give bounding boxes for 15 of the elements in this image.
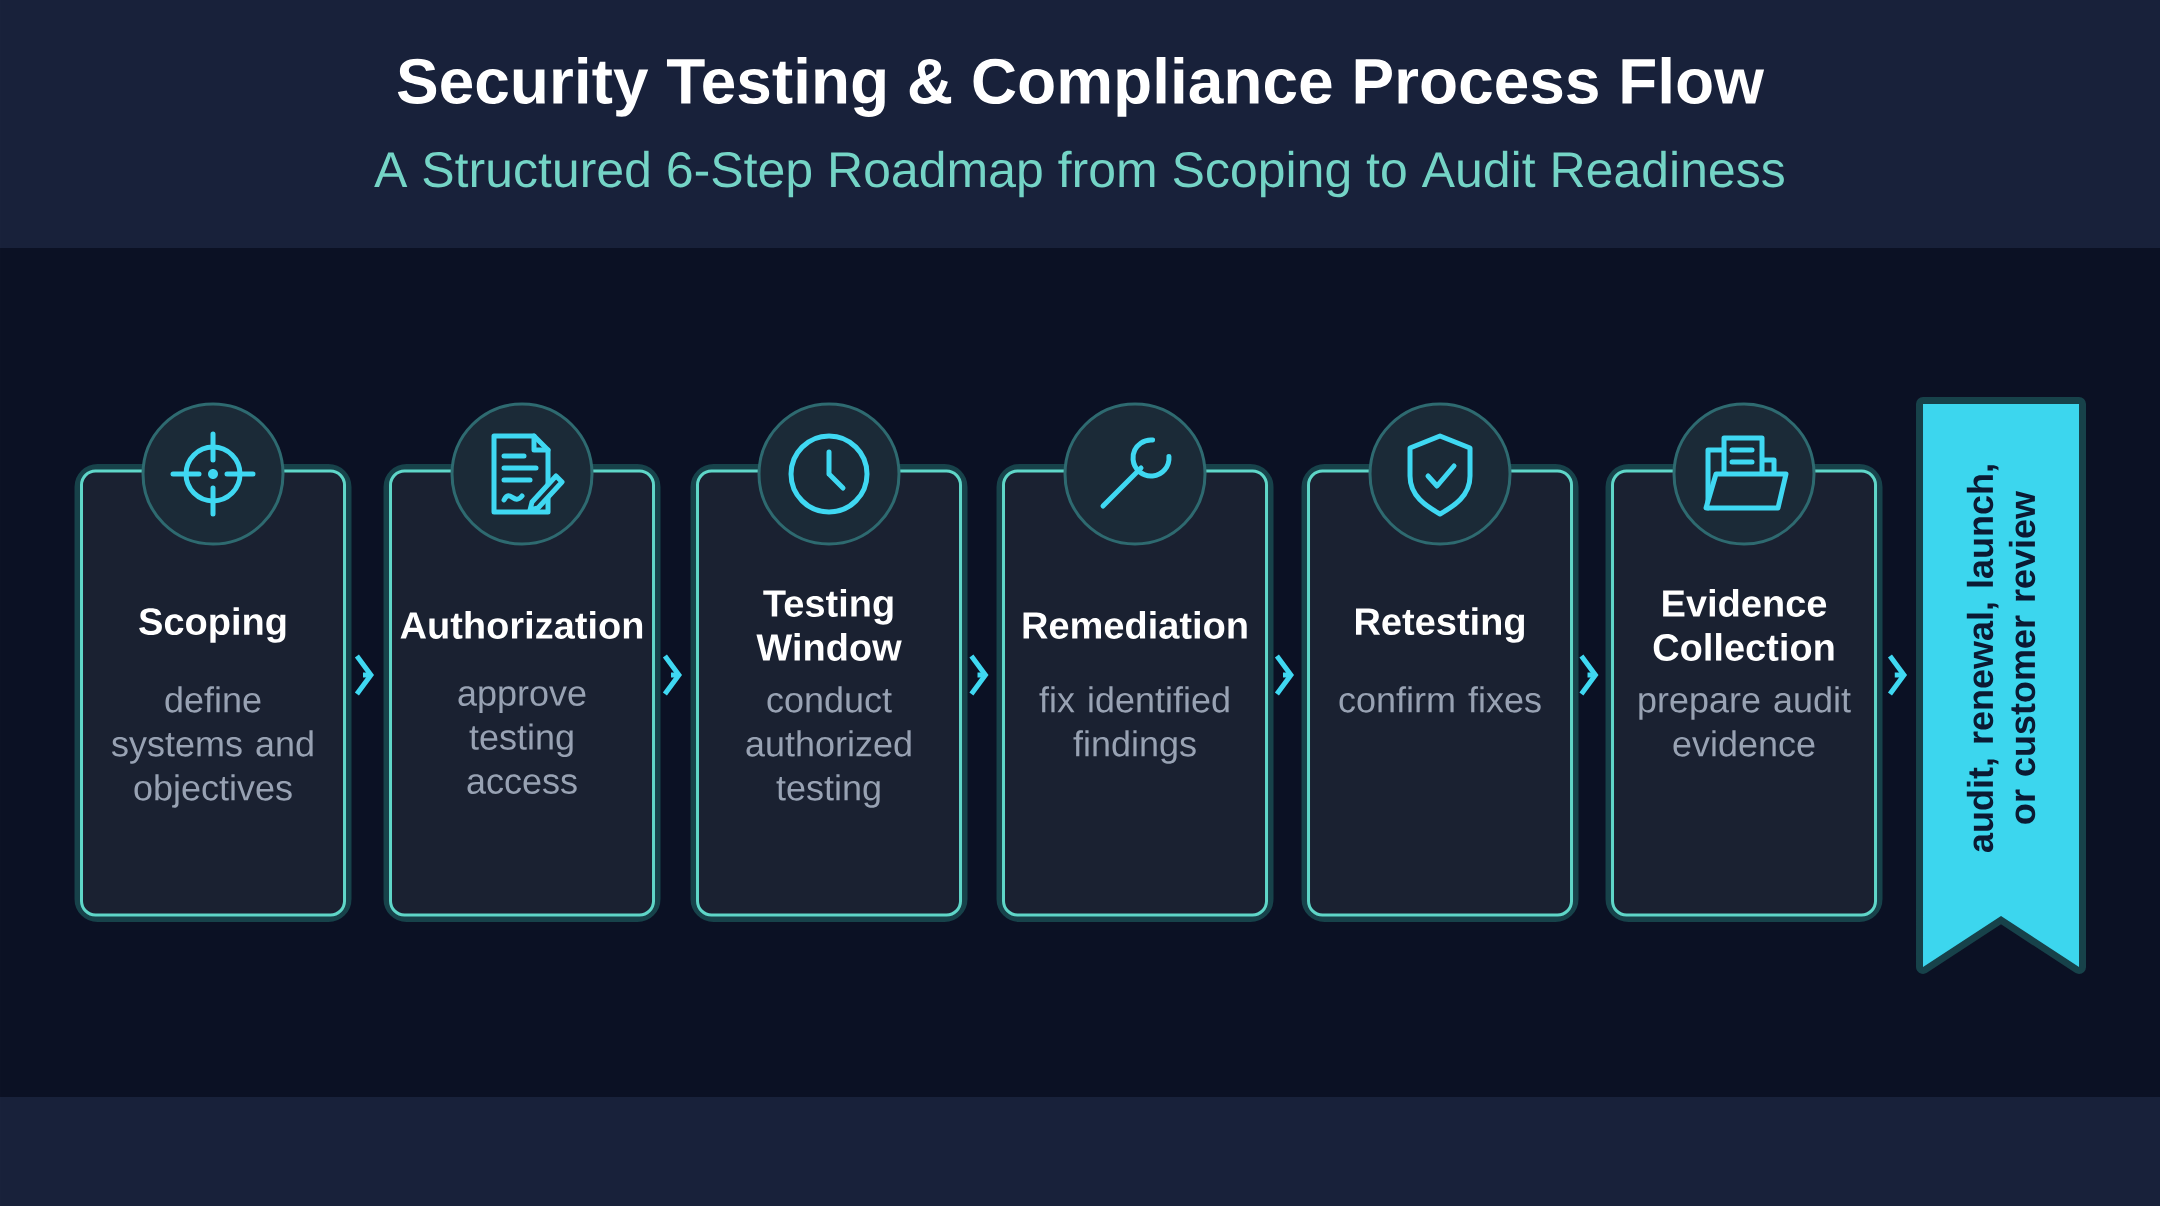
step-title: Retesting	[1356, 607, 1525, 643]
step-title: Evidence Collection	[1653, 589, 1834, 661]
step-title: Authorization	[400, 611, 643, 639]
ribbon-banner: audit, renewal, launch, or customer review	[1916, 397, 2086, 974]
step-description: approve testing access	[458, 686, 586, 794]
step-description: define systems and objectives	[112, 686, 313, 808]
step-title: Remediation	[1023, 611, 1247, 639]
step-description: conduct authorized testing	[746, 686, 911, 808]
step-description: prepare audit evidence	[1639, 686, 1851, 757]
step-title: Scoping	[139, 607, 286, 643]
title: Security Testing & Compliance Process Flow	[397, 57, 1765, 117]
step-description: confirm fixes	[1339, 686, 1541, 713]
step-title: Testing Window	[756, 589, 902, 661]
step-description: fix identified findings	[1039, 686, 1229, 764]
subtitle: A Structured 6-Step Roadmap from Scoping to Audit Readiness	[374, 150, 1784, 198]
